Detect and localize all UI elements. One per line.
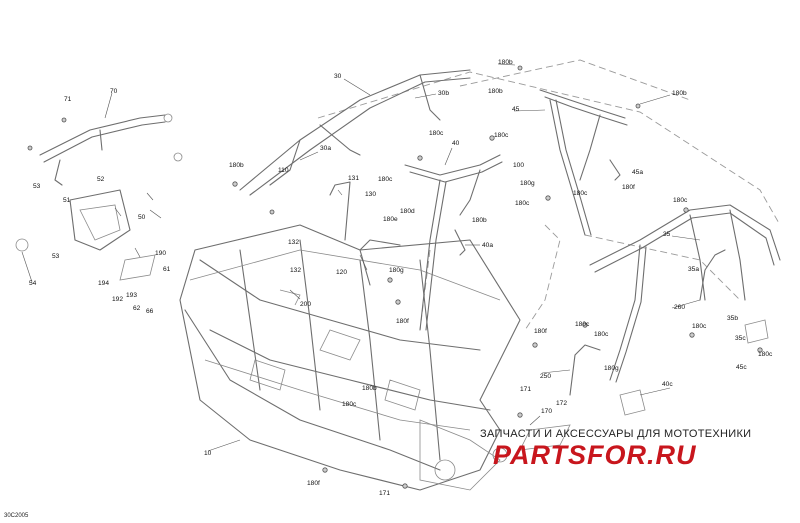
callout-62: 62 [133, 305, 141, 312]
callout-193: 193 [126, 292, 137, 299]
callout-30a: 30a [320, 145, 331, 152]
callout-180c-3: 180c [515, 200, 530, 207]
callout-180g-2: 180g [389, 267, 404, 274]
callout-180f-3: 180f [534, 328, 547, 335]
callout-190: 190 [155, 250, 166, 257]
callout-180b-5: 180b [472, 217, 487, 224]
callout-35c: 35c [735, 335, 746, 342]
callout-180c-8: 180c [692, 323, 707, 330]
callout-180c-2: 180c [494, 132, 509, 139]
callout-54: 54 [29, 280, 37, 287]
callout-180g-3: 180g [604, 365, 619, 372]
cage-rear [239, 69, 471, 196]
callout-180b-3: 180b [672, 90, 687, 97]
callout-45a: 45a [632, 169, 643, 176]
callout-180c-9: 180c [758, 351, 773, 358]
callout-180c-6: 180c [673, 197, 688, 204]
callout-194: 194 [98, 280, 109, 287]
callout-61: 61 [163, 266, 171, 273]
callout-40: 40 [452, 140, 460, 147]
callout-132-top: 132 [288, 239, 299, 246]
callout-192: 192 [112, 296, 123, 303]
callout-66: 66 [146, 308, 154, 315]
callout-52: 52 [97, 176, 105, 183]
callout-180f-2: 180f [396, 318, 409, 325]
callout-180c-4: 180c [573, 190, 588, 197]
drawing-code: 30C2005 [4, 513, 29, 519]
callout-171-top: 171 [520, 386, 531, 393]
callout-180d: 180d [400, 208, 415, 215]
callout-120: 120 [336, 269, 347, 276]
cage-right [589, 204, 781, 383]
callout-180c-7: 180c [575, 321, 590, 328]
cage-front [539, 89, 628, 236]
callout-180g-1: 180g [520, 180, 535, 187]
callout-71: 71 [64, 96, 72, 103]
callout-130: 130 [365, 191, 376, 198]
callout-180e: 180e [383, 216, 398, 223]
callout-40a: 40a [482, 242, 493, 249]
callout-180b-2: 180b [488, 88, 503, 95]
callout-53-bottom: 53 [52, 253, 60, 260]
callout-180c-11: 180c [342, 401, 357, 408]
callout-45c: 45c [736, 364, 747, 371]
callout-172: 172 [556, 400, 567, 407]
callout-260: 260 [674, 304, 685, 311]
callout-10: 10 [204, 450, 212, 457]
callout-171-bottom: 171 [379, 490, 390, 497]
grab-handles [329, 159, 726, 396]
callout-45: 45 [512, 106, 520, 113]
callout-53-top: 53 [33, 183, 41, 190]
brackets [119, 254, 769, 451]
callout-180c-5: 180c [378, 176, 393, 183]
callout-50: 50 [138, 214, 146, 221]
fasteners [27, 65, 763, 489]
callout-35b: 35b [727, 315, 738, 322]
callout-180c-10: 180c [594, 331, 609, 338]
callout-180b-4: 180b [229, 162, 244, 169]
callout-250: 250 [540, 373, 551, 380]
callout-70: 70 [110, 88, 118, 95]
callout-170: 170 [541, 408, 552, 415]
callout-180b-1: 180b [498, 59, 513, 66]
cage-middle [404, 154, 503, 331]
callout-180f-4: 180f [307, 480, 320, 487]
callout-180f-1: 180f [622, 184, 635, 191]
leader-lines [21, 63, 701, 452]
callout-30b: 30b [438, 90, 449, 97]
dashed-guide-lines [317, 59, 781, 331]
main-frame [179, 224, 521, 491]
callout-110: 110 [278, 167, 289, 174]
callout-35: 35 [663, 231, 671, 238]
callout-200: 200 [300, 301, 311, 308]
callout-30: 30 [334, 73, 342, 80]
watermark-tagline: ЗАПЧАСТИ И АКСЕССУАРЫ ДЛЯ МОТОТЕХНИКИ [480, 428, 752, 440]
callout-40c: 40c [662, 381, 673, 388]
callout-100: 100 [513, 162, 524, 169]
callout-51: 51 [63, 197, 71, 204]
callout-180b-6: 180b [362, 385, 377, 392]
watermark-logo: PARTSFOR.RU [493, 440, 697, 470]
callout-35a: 35a [688, 266, 699, 273]
callout-180c-1: 180c [429, 130, 444, 137]
callout-131: 131 [348, 175, 359, 182]
front-bumper [15, 113, 183, 252]
callout-labels: 10 30 30a 30b 35 35a 35b 35c 40 40a 40c … [29, 59, 773, 497]
callout-132-bottom: 132 [290, 267, 301, 274]
